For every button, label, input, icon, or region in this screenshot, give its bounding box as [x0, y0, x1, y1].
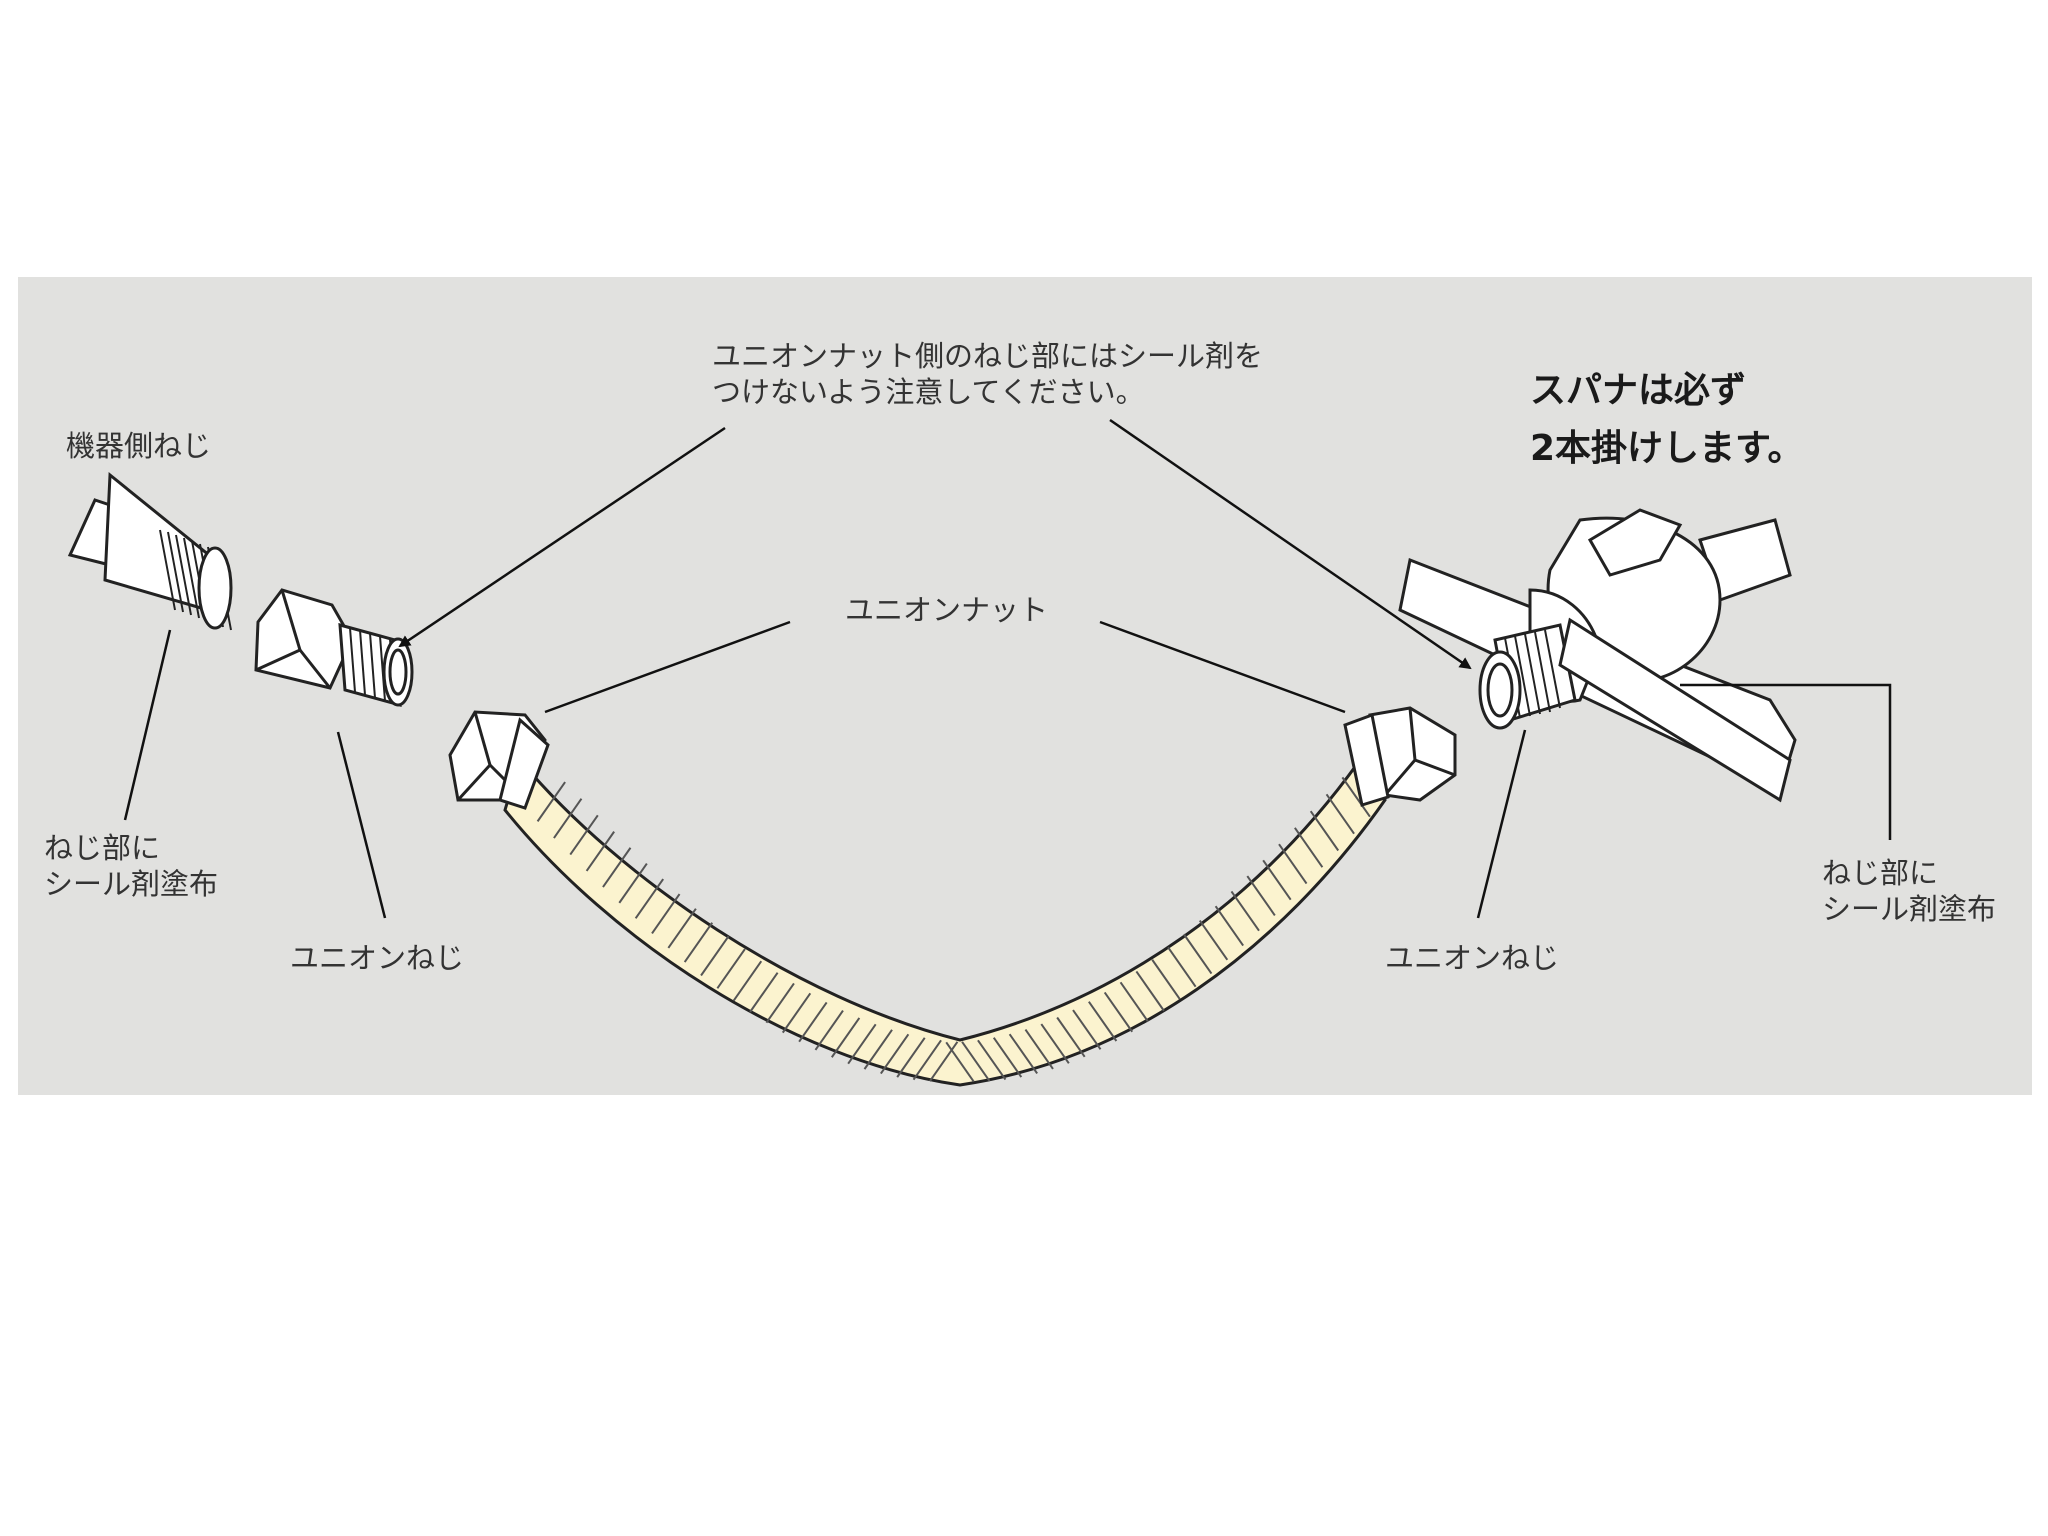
label-top-note-line-1: ユニオンナット側のねじ部にはシール剤を [712, 339, 1264, 373]
label-seal-right-line-1: ねじ部に [1822, 856, 1939, 890]
hose-rib [732, 960, 763, 1002]
hose-rib [749, 972, 779, 1013]
hose-rib [1198, 919, 1229, 961]
leader-lines [123, 418, 1892, 919]
hose-rib [602, 847, 632, 888]
union-nut-right [1343, 706, 1457, 807]
hose-rib [1088, 1001, 1118, 1042]
hose-rib [1278, 843, 1308, 885]
hose-rib [1294, 827, 1324, 868]
hose-rib [569, 814, 599, 856]
hose-rib [1056, 1016, 1086, 1058]
hose-rib [1167, 946, 1197, 988]
label-wrench-note-line-2: 2本掛けします。 [1530, 428, 1804, 469]
label-seal-left-line-1: ねじ部に [44, 831, 161, 865]
hose-rib [814, 1010, 844, 1051]
hose-rib [765, 982, 795, 1024]
valve-assembly [1398, 508, 1797, 803]
hose-rib [651, 893, 681, 934]
hose-rib [1040, 1023, 1070, 1064]
hose-rib [634, 878, 665, 919]
hose-rib [863, 1029, 893, 1070]
hose-rib [536, 781, 566, 822]
hose-rib [716, 948, 746, 989]
label-union-thread-left: ユニオンねじ [290, 941, 465, 975]
hose-rib [1246, 875, 1276, 916]
union-fitting [254, 588, 414, 708]
hose-rib [847, 1023, 877, 1065]
hose-rib [700, 935, 730, 977]
hose-rib [683, 922, 714, 963]
hose-rib [781, 992, 812, 1034]
hose-rib [1072, 1009, 1102, 1050]
hose-rib [1325, 793, 1355, 835]
hose-rib [1103, 991, 1134, 1033]
label-wrench-note-line-1: スパナは必ず [1530, 370, 1747, 411]
label-wrench-note: スパナは必ず 2本掛けします。 [1530, 362, 1803, 478]
hose-rib [667, 908, 697, 949]
device-pipe [67, 471, 233, 631]
hose-rib [880, 1033, 910, 1075]
hose-ribs [536, 776, 1371, 1083]
hose-rib [1309, 810, 1340, 852]
hose-rib [912, 1039, 942, 1081]
hose-rib [1024, 1028, 1054, 1070]
label-seal-left-line-2: シール剤塗布 [44, 867, 219, 901]
hose-rib [961, 1041, 991, 1082]
hose-rib [945, 1041, 975, 1083]
label-seal-left: ねじ部に シール剤塗布 [44, 830, 218, 902]
hose-rib [585, 831, 615, 872]
hose-rib [553, 798, 583, 839]
hose-rib [1214, 905, 1244, 947]
hose-rib [1341, 776, 1371, 818]
label-top-note-line-2: つけないよう注意してください。 [712, 375, 1145, 409]
flexible-hose [503, 756, 1387, 1087]
label-seal-right: ねじ部に シール剤塗布 [1822, 855, 1996, 927]
label-seal-right-line-2: シール剤塗布 [1822, 892, 1997, 926]
hose-rib [618, 862, 648, 904]
hose-rib [1135, 970, 1165, 1012]
hose-rib [1008, 1033, 1038, 1075]
hose-rib [1151, 959, 1181, 1000]
union-nut-left [448, 710, 550, 810]
hose-rib [1183, 933, 1213, 975]
label-device-thread: 機器側ねじ [66, 429, 212, 463]
hose-rib [830, 1017, 861, 1058]
hose-rib [929, 1041, 959, 1082]
hose-rib [896, 1037, 926, 1078]
label-top-note: ユニオンナット側のねじ部にはシール剤を つけないよう注意してください。 [712, 338, 1263, 410]
hose-rib [798, 1001, 828, 1043]
hose-rib [1119, 981, 1149, 1023]
hose-rib [977, 1039, 1007, 1081]
label-union-nut: ユニオンナット [845, 593, 1049, 627]
hose-rib [1230, 890, 1260, 932]
label-union-thread-right: ユニオンねじ [1385, 941, 1560, 975]
hose-rib [1262, 859, 1292, 901]
hose-rib [992, 1037, 1023, 1078]
